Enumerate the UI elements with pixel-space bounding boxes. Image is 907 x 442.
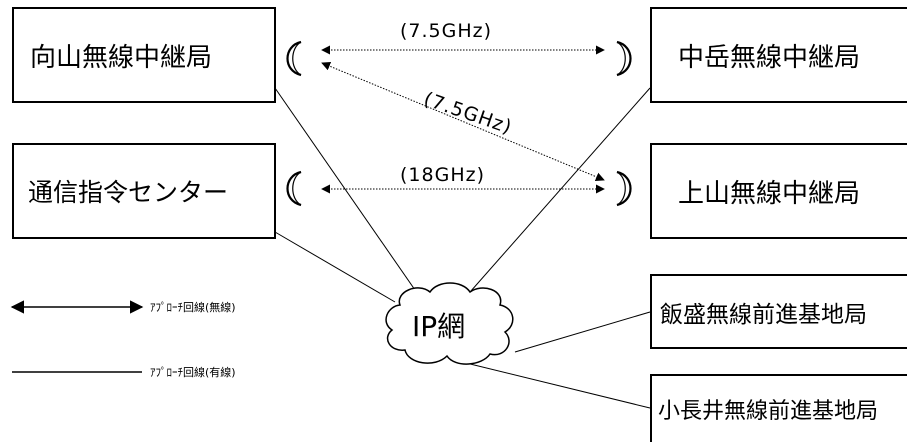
ip-network-cloud-icon <box>385 282 514 365</box>
wired-line-nakadake-ip <box>462 87 651 301</box>
antenna-icon-kamiyama <box>616 170 632 207</box>
wired-line-command-ip <box>274 231 396 303</box>
wired-line-ip-konagai <box>461 361 651 409</box>
antenna-icon-mukaiyama <box>286 40 302 77</box>
antenna-icon-nakadake <box>616 40 632 77</box>
legend-wired-label: ｱﾌﾟﾛｰﾁ回線(有線) <box>150 366 236 379</box>
node-mukaiyama-relay: 向山無線中継局 <box>12 7 276 103</box>
wired-line-ip-iimori <box>514 311 651 353</box>
node-command-center: 通信指令センター <box>12 143 276 239</box>
legend-wireless-label: ｱﾌﾟﾛｰﾁ回線(無線) <box>150 301 236 314</box>
node-konagai-base: 小長井無線前進基地局 <box>650 374 907 442</box>
freq-label-bottom: (18GHz) <box>400 164 485 186</box>
node-iimori-base: 飯盛無線前進基地局 <box>650 274 907 349</box>
node-kamiyama-relay: 上山無線中継局 <box>650 143 907 239</box>
freq-label-top: (7.5GHz) <box>400 20 493 42</box>
node-nakadake-relay: 中岳無線中継局 <box>650 7 907 103</box>
ip-network-label: IP網 <box>412 310 466 343</box>
antenna-icon-command-center <box>286 170 302 207</box>
